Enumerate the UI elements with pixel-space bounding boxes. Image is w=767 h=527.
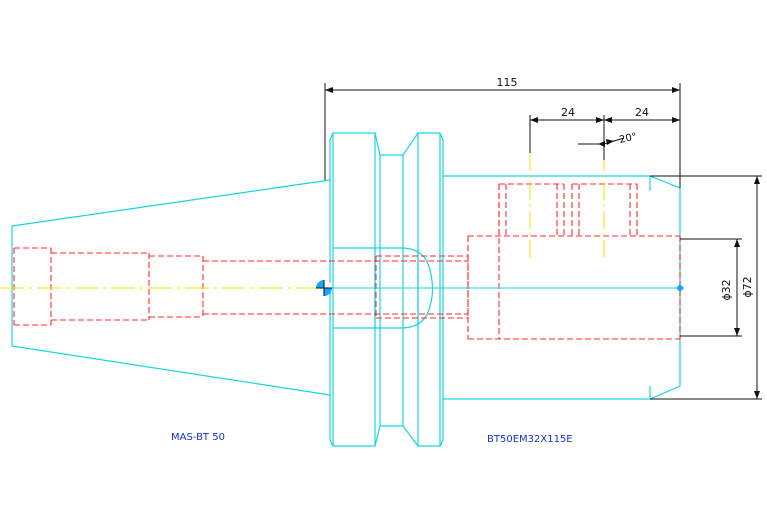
hidden-lines-group — [13, 183, 681, 340]
angle-arrow-right — [606, 139, 614, 145]
outer-diameter-arrow-bottom — [754, 391, 760, 399]
tool-body-outline — [329, 132, 681, 447]
right-center-marker — [676, 284, 684, 292]
left-part-label: MAS-BT 50 — [171, 432, 225, 443]
angle-label: 20° — [618, 131, 638, 145]
left-center-marker-cutout — [324, 280, 332, 288]
segment-b-arrow-right — [672, 117, 680, 123]
segment-b-arrow-left — [604, 117, 612, 123]
segment-a-arrow-left — [530, 117, 538, 123]
overall-length-arrow-right — [672, 87, 680, 93]
outer-diameter-arrow-top — [754, 176, 760, 184]
drawing-outline-group — [11, 132, 681, 447]
bore-diameter-arrow-top — [734, 239, 740, 247]
labels-group: 115 24 24 20° ϕ32 ϕ72 MAS-BT 50 BT50EM32… — [171, 76, 754, 445]
markers-group — [316, 280, 684, 296]
segment-a-label: 24 — [561, 106, 575, 119]
bore-diameter-label: ϕ32 — [720, 279, 733, 300]
segment-b-label: 24 — [635, 106, 649, 119]
bore-diameter-arrow-bottom — [734, 328, 740, 336]
overall-length-arrow-left — [325, 87, 333, 93]
centerlines-group — [0, 153, 605, 289]
segment-a-arrow-right — [596, 117, 604, 123]
left-center-marker-cutout-2 — [316, 288, 324, 296]
dimension-lines-group — [324, 83, 762, 400]
outer-diameter-label: ϕ72 — [741, 276, 754, 297]
right-part-label: BT50EM32X115E — [487, 434, 573, 445]
angle-arrow-left — [598, 141, 605, 147]
overall-length-label: 115 — [497, 76, 518, 89]
